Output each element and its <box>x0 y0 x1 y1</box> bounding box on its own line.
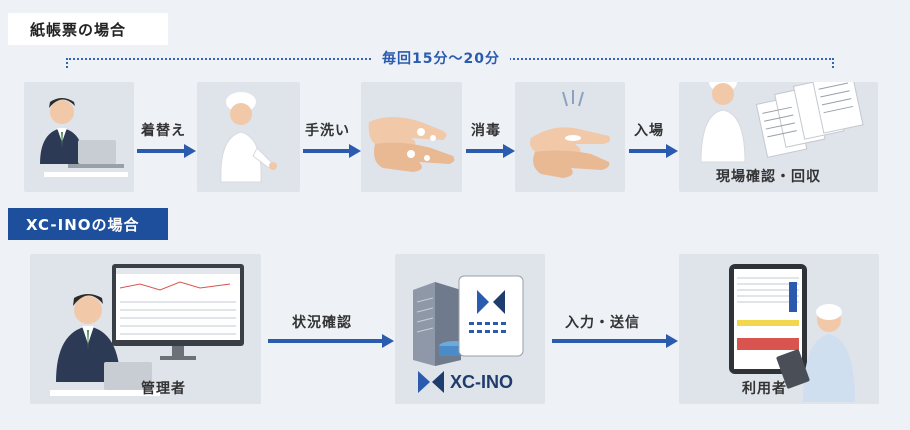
disinfect-illustration <box>515 82 625 192</box>
server-document-icon <box>413 275 524 366</box>
xc-ino-brand: XC-INO <box>418 371 513 393</box>
flow-arrow <box>137 144 196 158</box>
xc-section-label: XC-INOの場合 <box>8 208 168 240</box>
changing-illustration <box>197 82 300 192</box>
step-label-status-check: 状況確認 <box>292 315 352 331</box>
flow-arrow <box>466 144 515 158</box>
flow-arrow <box>303 144 361 158</box>
handwash-illustration <box>361 82 462 192</box>
xc-ino-system-illustration <box>395 254 545 404</box>
paper-section-label: 紙帳票の場合 <box>8 13 168 45</box>
step-label-handwash: 手洗い <box>305 123 350 139</box>
flow-arrow <box>552 334 678 348</box>
step-label-input-send: 入力・送信 <box>565 315 640 331</box>
manager-monitor-icon <box>50 264 244 396</box>
worker-laptop-icon <box>40 98 128 177</box>
xc-ino-logo-icon <box>418 371 444 393</box>
user-tablet-icon <box>729 264 855 402</box>
flow-arrow <box>629 144 678 158</box>
step-label-change: 着替え <box>141 123 186 139</box>
step-label-disinfect: 消毒 <box>471 123 501 139</box>
user-illustration <box>679 254 879 404</box>
manager-illustration <box>30 254 261 404</box>
manager-label: 管理者 <box>141 381 186 397</box>
handwash-icon <box>368 117 455 172</box>
worker-with-documents-icon <box>700 82 864 163</box>
office-worker-illustration <box>24 82 134 192</box>
cleanroom-worker-icon <box>220 92 277 183</box>
disinfect-icon <box>530 90 611 178</box>
site-check-label: 現場確認・回収 <box>716 169 821 185</box>
flow-arrow <box>268 334 394 348</box>
user-label: 利用者 <box>742 381 787 397</box>
time-span-label: 毎回15分〜20分 <box>372 48 510 68</box>
xc-ino-brand-name: XC-INO <box>450 371 513 392</box>
site-check-illustration <box>679 82 878 192</box>
step-label-enter: 入場 <box>634 123 664 139</box>
